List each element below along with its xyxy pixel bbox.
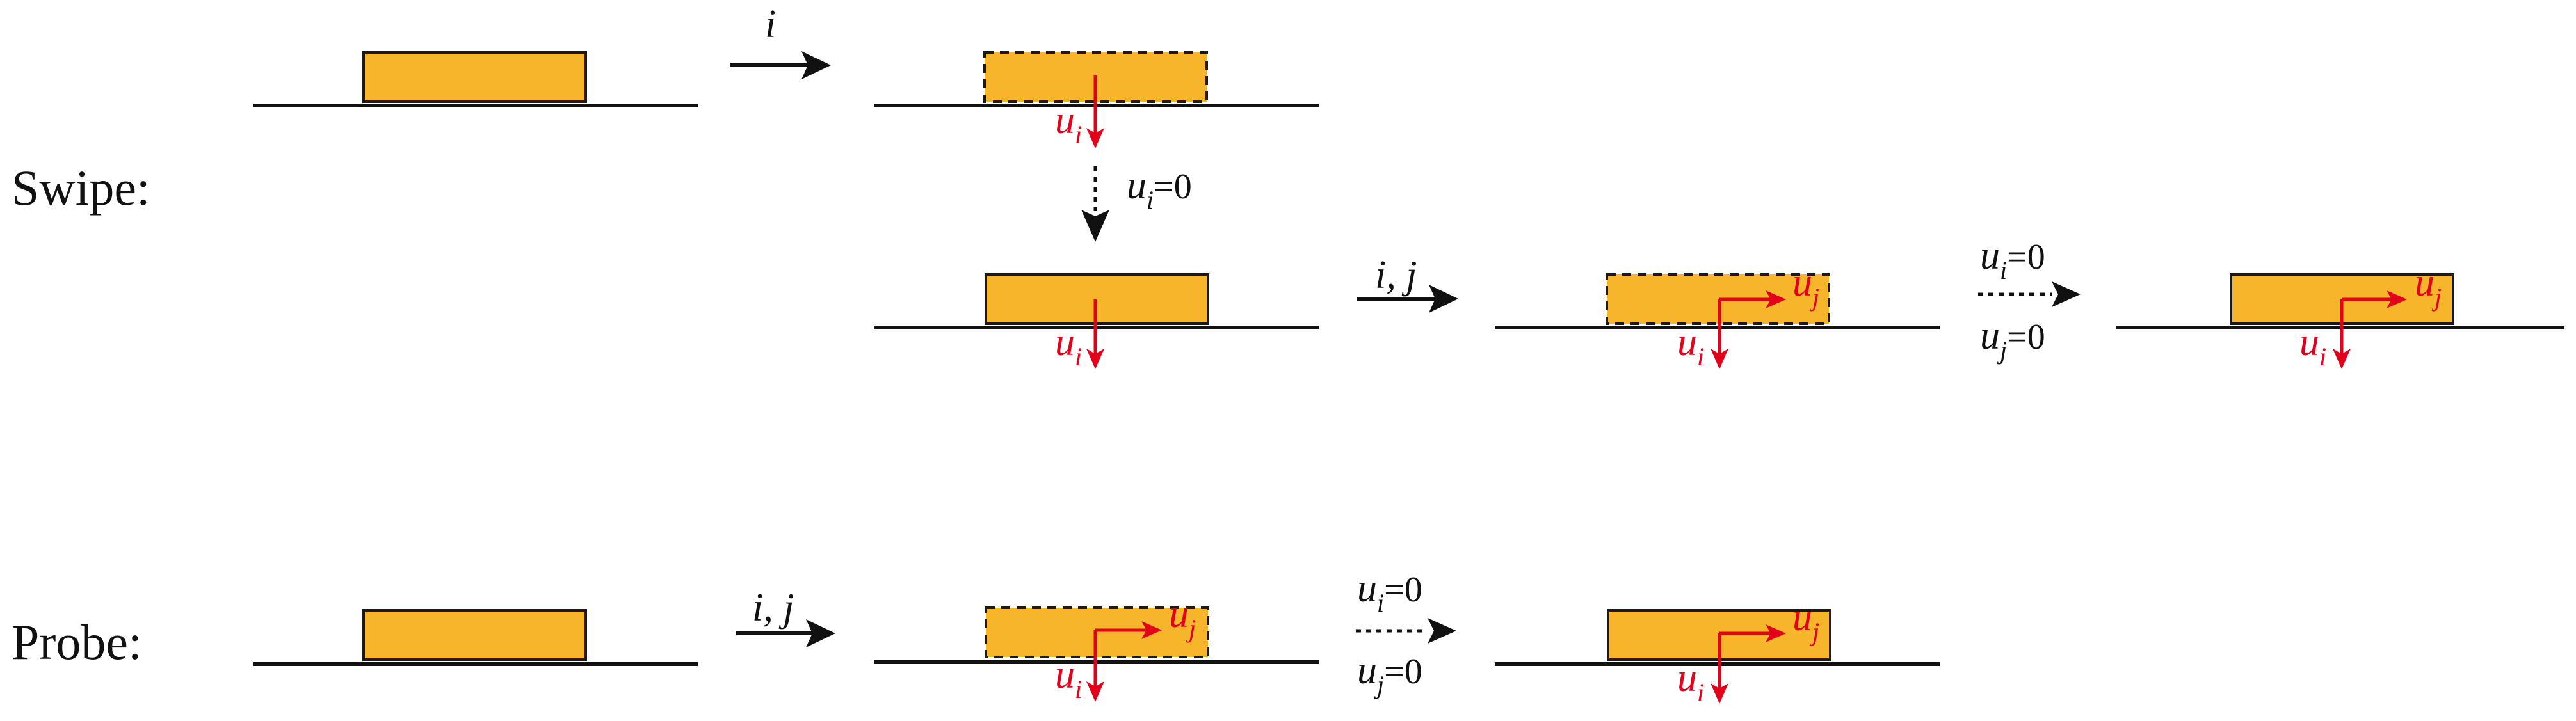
arrow-label-ij: i, j (1375, 253, 1417, 297)
row-label-swipe: Swipe: (12, 160, 150, 216)
condition-ui-zero: ui=0 (1127, 164, 1192, 214)
arrowhead (1428, 618, 1456, 644)
displacement-uj-label: uj (1169, 592, 1196, 643)
arrow-label-ij: i, j (752, 586, 794, 630)
displacement-ui-arrowhead (1711, 349, 1728, 369)
arrowhead (806, 619, 835, 647)
probe-state-ij: ui uj (874, 592, 1319, 704)
step-arrow-i: i (730, 3, 831, 79)
arrowhead (1081, 210, 1109, 242)
dotted-arrow-ui-uj-zero: ui=0 uj=0 (1978, 234, 2081, 365)
displacement-uj-arrowhead (1141, 621, 1162, 639)
displacement-ui-arrowhead (2333, 349, 2351, 369)
displacement-uj-label: uj (1792, 596, 1819, 646)
displacement-ui-label: ui (2299, 321, 2326, 371)
displacement-ui-arrowhead (1711, 683, 1728, 704)
block (362, 609, 587, 661)
displacement-uj-arrowhead (1766, 290, 1786, 308)
block (362, 51, 587, 103)
displacement-uj-arrowhead (1766, 624, 1786, 642)
displacement-ui-label: ui (1677, 656, 1704, 707)
displacement-ui-label: ui (1677, 321, 1704, 371)
displacement-uj-label: uj (2415, 261, 2442, 312)
condition-ui-zero: ui=0 (1980, 234, 2045, 285)
swipe-state-released: ui (874, 273, 1319, 371)
displacement-uj-label: uj (1792, 261, 1819, 312)
swipe-state-final: ui uj (2116, 261, 2564, 371)
arrowhead (801, 51, 831, 79)
row-label-probe: Probe: (12, 614, 142, 670)
displacement-ui-label: ui (1055, 321, 1082, 371)
arrow-label-i: i (765, 3, 776, 46)
probe-state-initial (253, 609, 698, 666)
probe-state-final: ui uj (1495, 596, 1940, 707)
down-arrow-ui-zero: ui=0 (1081, 164, 1192, 242)
displacement-ui-arrowhead (1086, 128, 1104, 148)
arrowhead (1429, 285, 1458, 313)
displacement-uj-arrowhead (2387, 290, 2407, 308)
condition-uj-zero: uj=0 (1980, 314, 2045, 365)
displacement-ui-label: ui (1055, 99, 1082, 149)
displacement-ui-arrowhead (1086, 681, 1104, 702)
condition-uj-zero: uj=0 (1357, 649, 1422, 699)
swipe-state-moved: ui (874, 51, 1319, 149)
probe-dotted-arrow-ui-uj-zero: ui=0 uj=0 (1356, 567, 1456, 699)
swipe-state-ij: ui uj (1495, 261, 1940, 371)
condition-ui-zero: ui=0 (1357, 567, 1422, 617)
arrowhead (2052, 281, 2081, 307)
displacement-ui-arrowhead (1086, 349, 1104, 369)
step-arrow-ij: i, j (1357, 253, 1458, 313)
displacement-ui-label: ui (1055, 653, 1082, 704)
probe-step-arrow-ij: i, j (736, 586, 835, 647)
swipe-state-initial (253, 51, 698, 107)
